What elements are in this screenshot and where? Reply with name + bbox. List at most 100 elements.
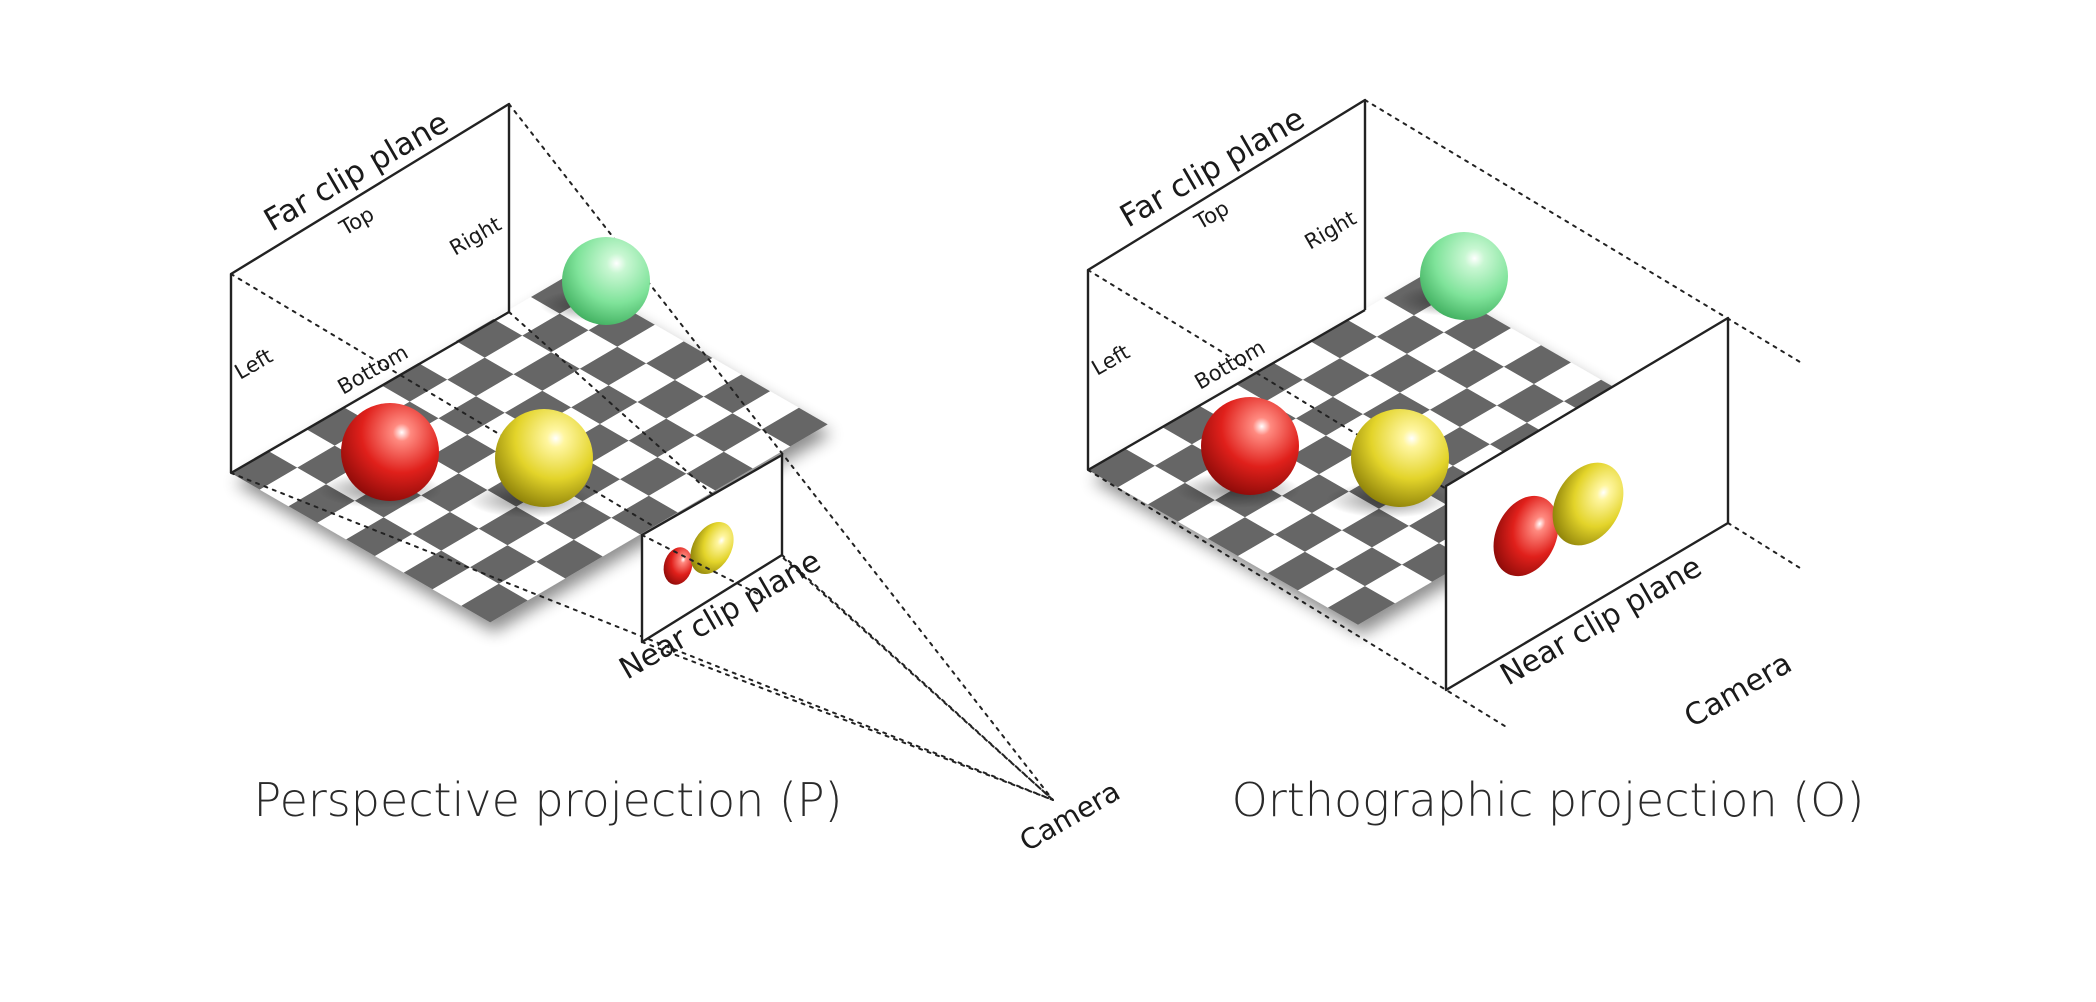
orthographic-checker-tile <box>1497 384 1564 423</box>
perspective-checker-tile <box>545 501 612 540</box>
perspective-checker-tile <box>723 429 791 469</box>
perspective-checker-tile <box>536 539 603 579</box>
perspective-near-to-camera-2 <box>781 554 1054 801</box>
perspective-checker-tile <box>611 495 678 535</box>
orthographic-far-plane-bottom-edge <box>1087 308 1366 472</box>
orthographic-checker-tile <box>1534 362 1601 402</box>
orthographic-checker-tile <box>1474 328 1541 367</box>
perspective-checker-tile <box>591 440 658 480</box>
orthographic-checker-tile <box>1178 500 1245 539</box>
orthographic-bottom-edge <box>1087 469 1509 729</box>
orthographic-checker-tile <box>1238 534 1305 574</box>
perspective-checker-tile <box>375 534 442 573</box>
perspective-checker-tile <box>412 512 479 551</box>
orthographic-checker-tile <box>1289 435 1356 475</box>
perspective-checker-tile <box>429 434 497 474</box>
orthographic-checker-tile <box>1125 427 1192 466</box>
orthographic-checker-tile <box>1370 353 1437 393</box>
ortho-red-sphere <box>1201 397 1299 495</box>
perspective-checker-tile <box>484 335 552 375</box>
orthographic-right-bottom-edge <box>1727 522 1801 569</box>
orthographic-checker-tile <box>1400 371 1467 410</box>
perspective-near-plane-inner-line <box>641 534 771 601</box>
perspective-checker-tile <box>259 467 327 507</box>
perspective-checker-tile <box>582 479 649 518</box>
perspective-checker-tile <box>403 550 471 590</box>
orthographic-checker-tile <box>1275 513 1342 552</box>
perspective-checker-tile <box>438 396 505 435</box>
perspective-checker-tile <box>648 473 716 513</box>
perspective-checker-tile <box>476 374 543 413</box>
orthographic-checker-tile <box>1208 517 1275 556</box>
yellow-sphere <box>495 409 593 507</box>
perspective-checker-tile <box>686 451 753 491</box>
ortho-near-plane-yellow-projection <box>1552 462 1624 546</box>
perspective-checker-tile <box>498 561 566 601</box>
perspective-near-to-camera-1 <box>641 641 1054 801</box>
perspective-checker-tile <box>418 341 485 380</box>
perspective-checker-tile <box>675 358 742 397</box>
orthographic-checker-tile <box>1303 358 1370 397</box>
perspective-checker-tile <box>608 363 675 402</box>
orthographic-checker-tile <box>1504 345 1571 384</box>
perspective-checker-tile <box>703 374 771 414</box>
orthographic-panel: Far clip plane Top Right Left Bottom Nea… <box>1086 98 1865 827</box>
orthographic-checker-tile <box>1118 465 1185 505</box>
orthographic-checker-tile <box>1444 310 1511 350</box>
perspective-checker-tile <box>522 313 589 353</box>
orthographic-checker-tile <box>1273 341 1340 380</box>
green-sphere <box>562 237 650 325</box>
orthographic-checker-tile <box>1365 564 1432 604</box>
red-sphere <box>341 403 439 501</box>
orthographic-checker-tile <box>1088 448 1155 488</box>
orthographic-checker-tile <box>1245 495 1312 535</box>
perspective-checker-tile <box>306 407 373 446</box>
perspective-far-plane-bottom-edge <box>230 310 510 475</box>
orthographic-checker-tile <box>1333 375 1400 415</box>
ortho-near-plane-red-projection <box>1493 495 1559 577</box>
perspective-checker-tile <box>646 341 713 380</box>
perspective-checker-tile <box>470 545 537 584</box>
perspective-checker-tile <box>383 495 450 534</box>
orthographic-left-label: Left <box>1088 340 1134 381</box>
ortho-green-sphere <box>1420 232 1508 320</box>
perspective-checker-tile <box>732 391 799 430</box>
orthographic-checker-tile <box>1460 405 1527 445</box>
orthographic-checker-tile <box>1342 508 1409 548</box>
orthographic-checker-tile <box>1430 388 1497 427</box>
perspective-camera-label: Camera <box>1014 775 1126 859</box>
perspective-checker-tile <box>579 346 647 386</box>
perspective-checker-tile <box>381 363 448 402</box>
perspective-caption: Perspective projection (P) <box>253 773 842 827</box>
orthographic-right-label: Right <box>1301 206 1361 254</box>
orthographic-checker-tile <box>1298 568 1365 608</box>
orthographic-left-edge <box>1087 269 1521 535</box>
perspective-checker-tile <box>447 357 514 397</box>
orthographic-far-plane-edges <box>1086 98 1367 470</box>
perspective-checker-tile <box>441 528 508 568</box>
perspective-frustum-left-edge <box>230 273 711 561</box>
orthographic-caption: Orthographic projection (O) <box>1232 773 1865 827</box>
perspective-checker-tile <box>620 457 687 496</box>
perspective-checker-tile <box>761 407 828 447</box>
perspective-checker-tile <box>617 324 684 364</box>
ortho-yellow-sphere <box>1351 409 1449 507</box>
perspective-checker-tile <box>421 473 488 512</box>
perspective-checker-tile <box>409 379 477 419</box>
perspective-far-plane-edges <box>229 102 511 473</box>
perspective-checker-tile <box>551 330 618 369</box>
perspective-frustum-top-edge <box>508 103 1054 801</box>
perspective-checker-tile <box>695 413 762 452</box>
orthographic-checker-tile <box>1340 336 1407 376</box>
perspective-checker-tile <box>600 402 667 441</box>
orthographic-checker-tile <box>1467 366 1534 406</box>
near-plane-yellow-projection <box>690 521 734 575</box>
perspective-checker-tile <box>657 435 724 474</box>
perspective-checker-tile <box>346 517 413 556</box>
perspective-checker-tile <box>268 429 335 468</box>
perspective-checker-tile <box>666 396 733 436</box>
orthographic-checker-tile <box>1266 379 1333 419</box>
perspective-left-label: Left <box>231 344 277 385</box>
orthographic-checker-tile <box>1335 547 1402 587</box>
